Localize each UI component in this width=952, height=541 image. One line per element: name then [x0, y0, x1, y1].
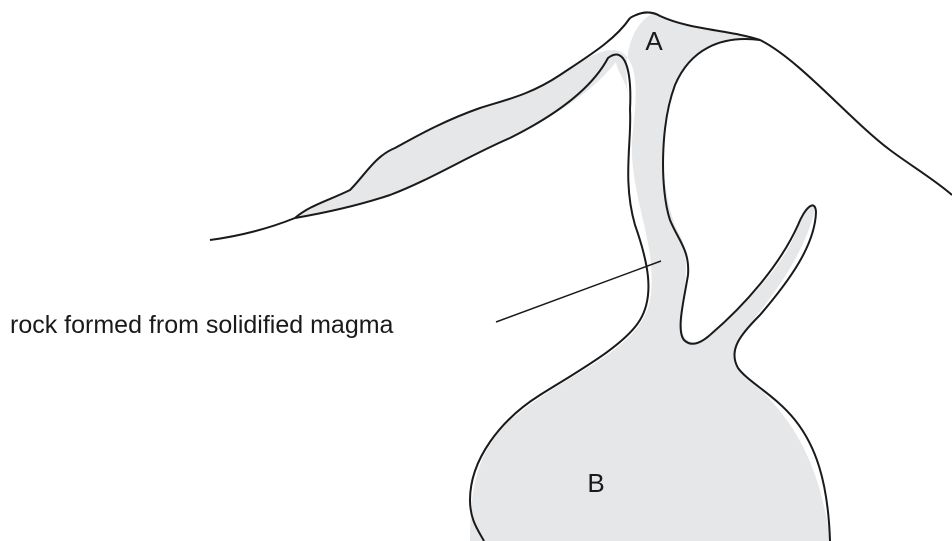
solidified-magma-region — [295, 12, 830, 541]
annotation-text: rock formed from solidified magma — [10, 311, 394, 339]
annotation-leader-line — [496, 261, 661, 322]
label-b: B — [587, 468, 604, 498]
ground-surface-left — [210, 218, 295, 240]
label-a: A — [645, 26, 663, 56]
